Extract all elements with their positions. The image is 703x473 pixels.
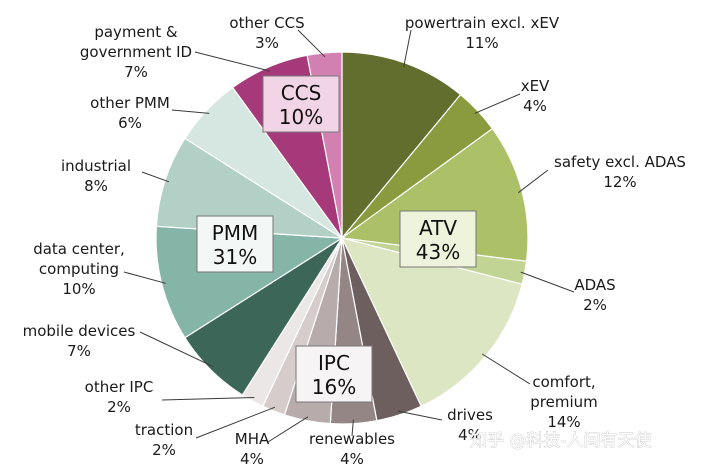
leader-industrial: [141, 171, 170, 183]
leader-renewables: [351, 419, 354, 437]
leader-payment-government-id: [194, 51, 270, 72]
leader-mha: [267, 416, 309, 443]
group-pct-ipc: 16%: [312, 375, 356, 399]
group-box-pmm: [196, 215, 274, 273]
leader-safety-excl-adas: [517, 169, 549, 194]
group-pct-ccs: 10%: [279, 105, 323, 129]
group-pct-pmm: 31%: [213, 245, 257, 269]
leader-other-ipc: [161, 397, 255, 401]
leader-xev: [474, 93, 521, 114]
watermark: 知乎 @科技-人间有天使: [470, 430, 652, 451]
group-name-atv: ATV: [419, 216, 457, 240]
group-box-ipc: [295, 345, 373, 403]
group-box-atv: [399, 210, 477, 268]
leader-other-ccs: [297, 29, 326, 58]
leader-powertrain-excl-xev: [403, 29, 412, 67]
group-box-ccs: [262, 75, 340, 133]
slice-powertrain-excl-xev: [341, 51, 462, 240]
leader-other-pmm: [171, 109, 210, 114]
leader-adas: [520, 271, 575, 293]
leader-drives: [398, 410, 443, 421]
leader-data-center-computing: [123, 271, 166, 284]
leader-traction: [195, 406, 276, 439]
leader-lines: [123, 29, 575, 443]
leader-mobile-devices: [139, 331, 214, 368]
group-name-ccs: CCS: [281, 81, 322, 105]
group-name-ipc: IPC: [318, 351, 350, 375]
leader-comfort-premium: [481, 353, 531, 385]
group-name-pmm: PMM: [212, 221, 259, 245]
group-pct-atv: 43%: [416, 240, 460, 264]
slice-safety-excl-adas: [340, 127, 529, 262]
slice-comfort-premium: [340, 237, 523, 408]
